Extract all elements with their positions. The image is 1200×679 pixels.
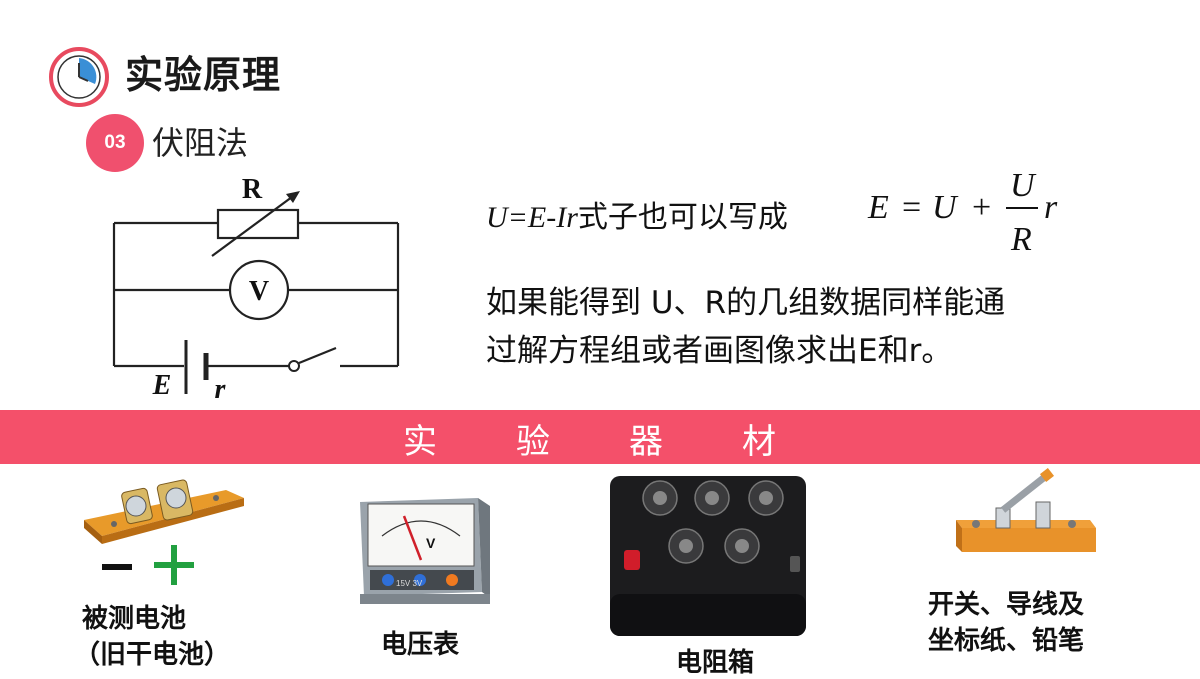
minus-sign — [102, 564, 132, 570]
switch-label-1: 开关、导线及 — [928, 590, 1085, 620]
banner-char: 材 — [742, 422, 776, 462]
meter-range: 15V 3V — [396, 579, 423, 588]
svg-text:R: R — [1010, 221, 1032, 258]
svg-text:U: U — [932, 189, 959, 226]
resistance-box-label: 电阻箱 — [676, 648, 755, 678]
description-line-1: 如果能得到 U、R的几组数据同样能通 — [486, 285, 1006, 321]
switch-symbol — [288, 346, 337, 372]
section-number-badge: 03 — [86, 114, 144, 172]
banner-char: 实 — [403, 422, 437, 462]
svg-text:U: U — [1010, 167, 1037, 204]
formula-intro: U=E-Ir式子也可以写成 — [486, 192, 788, 236]
plus-sign — [171, 545, 177, 585]
voltmeter-icon: V 15V 3V — [360, 498, 490, 604]
internal-resistance-label: r — [215, 374, 227, 405]
banner-char: 验 — [516, 422, 550, 462]
section-title: 伏阻法 — [152, 124, 249, 162]
formula-lhs: U=E-Ir — [486, 201, 578, 234]
resistance-box-icon — [610, 476, 806, 636]
banner-char: 器 — [629, 422, 663, 462]
battery-label-1: 被测电池 — [82, 604, 187, 634]
svg-text:=: = — [902, 189, 921, 226]
battery-symbol — [184, 340, 209, 394]
battery-icon — [84, 479, 244, 585]
voltmeter-label: V — [249, 276, 269, 307]
voltmeter-label: 电压表 — [381, 630, 460, 660]
rheostat-symbol — [211, 191, 300, 257]
display-formula: E = U + U R r — [867, 167, 1058, 258]
clock-icon — [49, 47, 109, 107]
switch-label-2: 坐标纸、铅笔 — [928, 626, 1085, 656]
page-title: 实验原理 — [125, 53, 282, 97]
equipment-banner: 实 验 器 材 — [0, 410, 1200, 464]
svg-text:E: E — [867, 189, 889, 226]
meter-letter: V — [426, 535, 436, 551]
resistor-label: R — [242, 174, 263, 205]
switch-icon — [956, 468, 1096, 552]
voltmeter-symbol: V — [228, 259, 290, 321]
circuit-diagram: R V E r — [112, 174, 400, 405]
emf-label: E — [152, 370, 172, 401]
svg-text:r: r — [1044, 189, 1058, 226]
description-line-2: 过解方程组或者画图像求出E和r。 — [486, 333, 953, 369]
svg-text:+: + — [972, 189, 991, 226]
formula-lhs-suffix: 式子也可以写成 — [577, 200, 788, 235]
battery-label-2: （旧干电池） — [74, 640, 231, 670]
